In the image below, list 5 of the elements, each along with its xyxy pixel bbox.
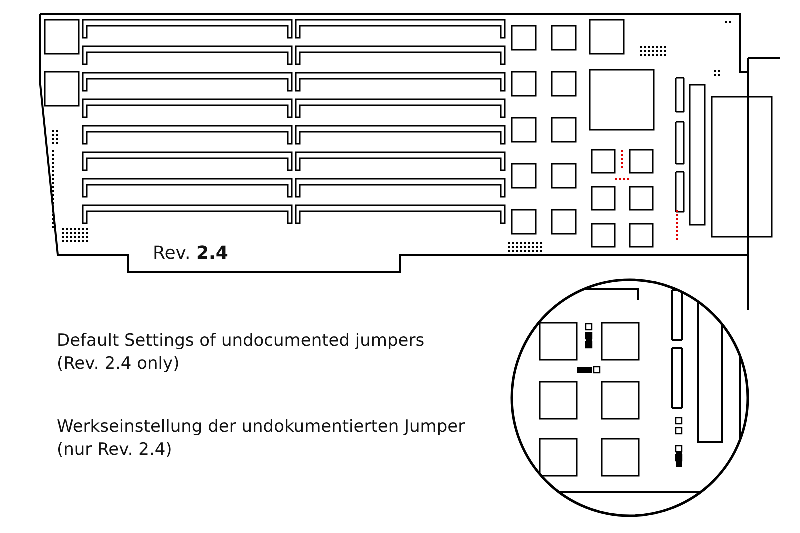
caption-text: (Rev. 2.4 only) bbox=[57, 354, 180, 374]
caption-text: Default Settings of undocumented jumpers bbox=[57, 331, 425, 351]
caption-text: Werkseinstellung der undokumentierten Jumper bbox=[57, 417, 466, 437]
caption-text: (nur Rev. 2.4) bbox=[57, 440, 172, 460]
revision-label: Rev. 2.4 bbox=[153, 244, 228, 264]
